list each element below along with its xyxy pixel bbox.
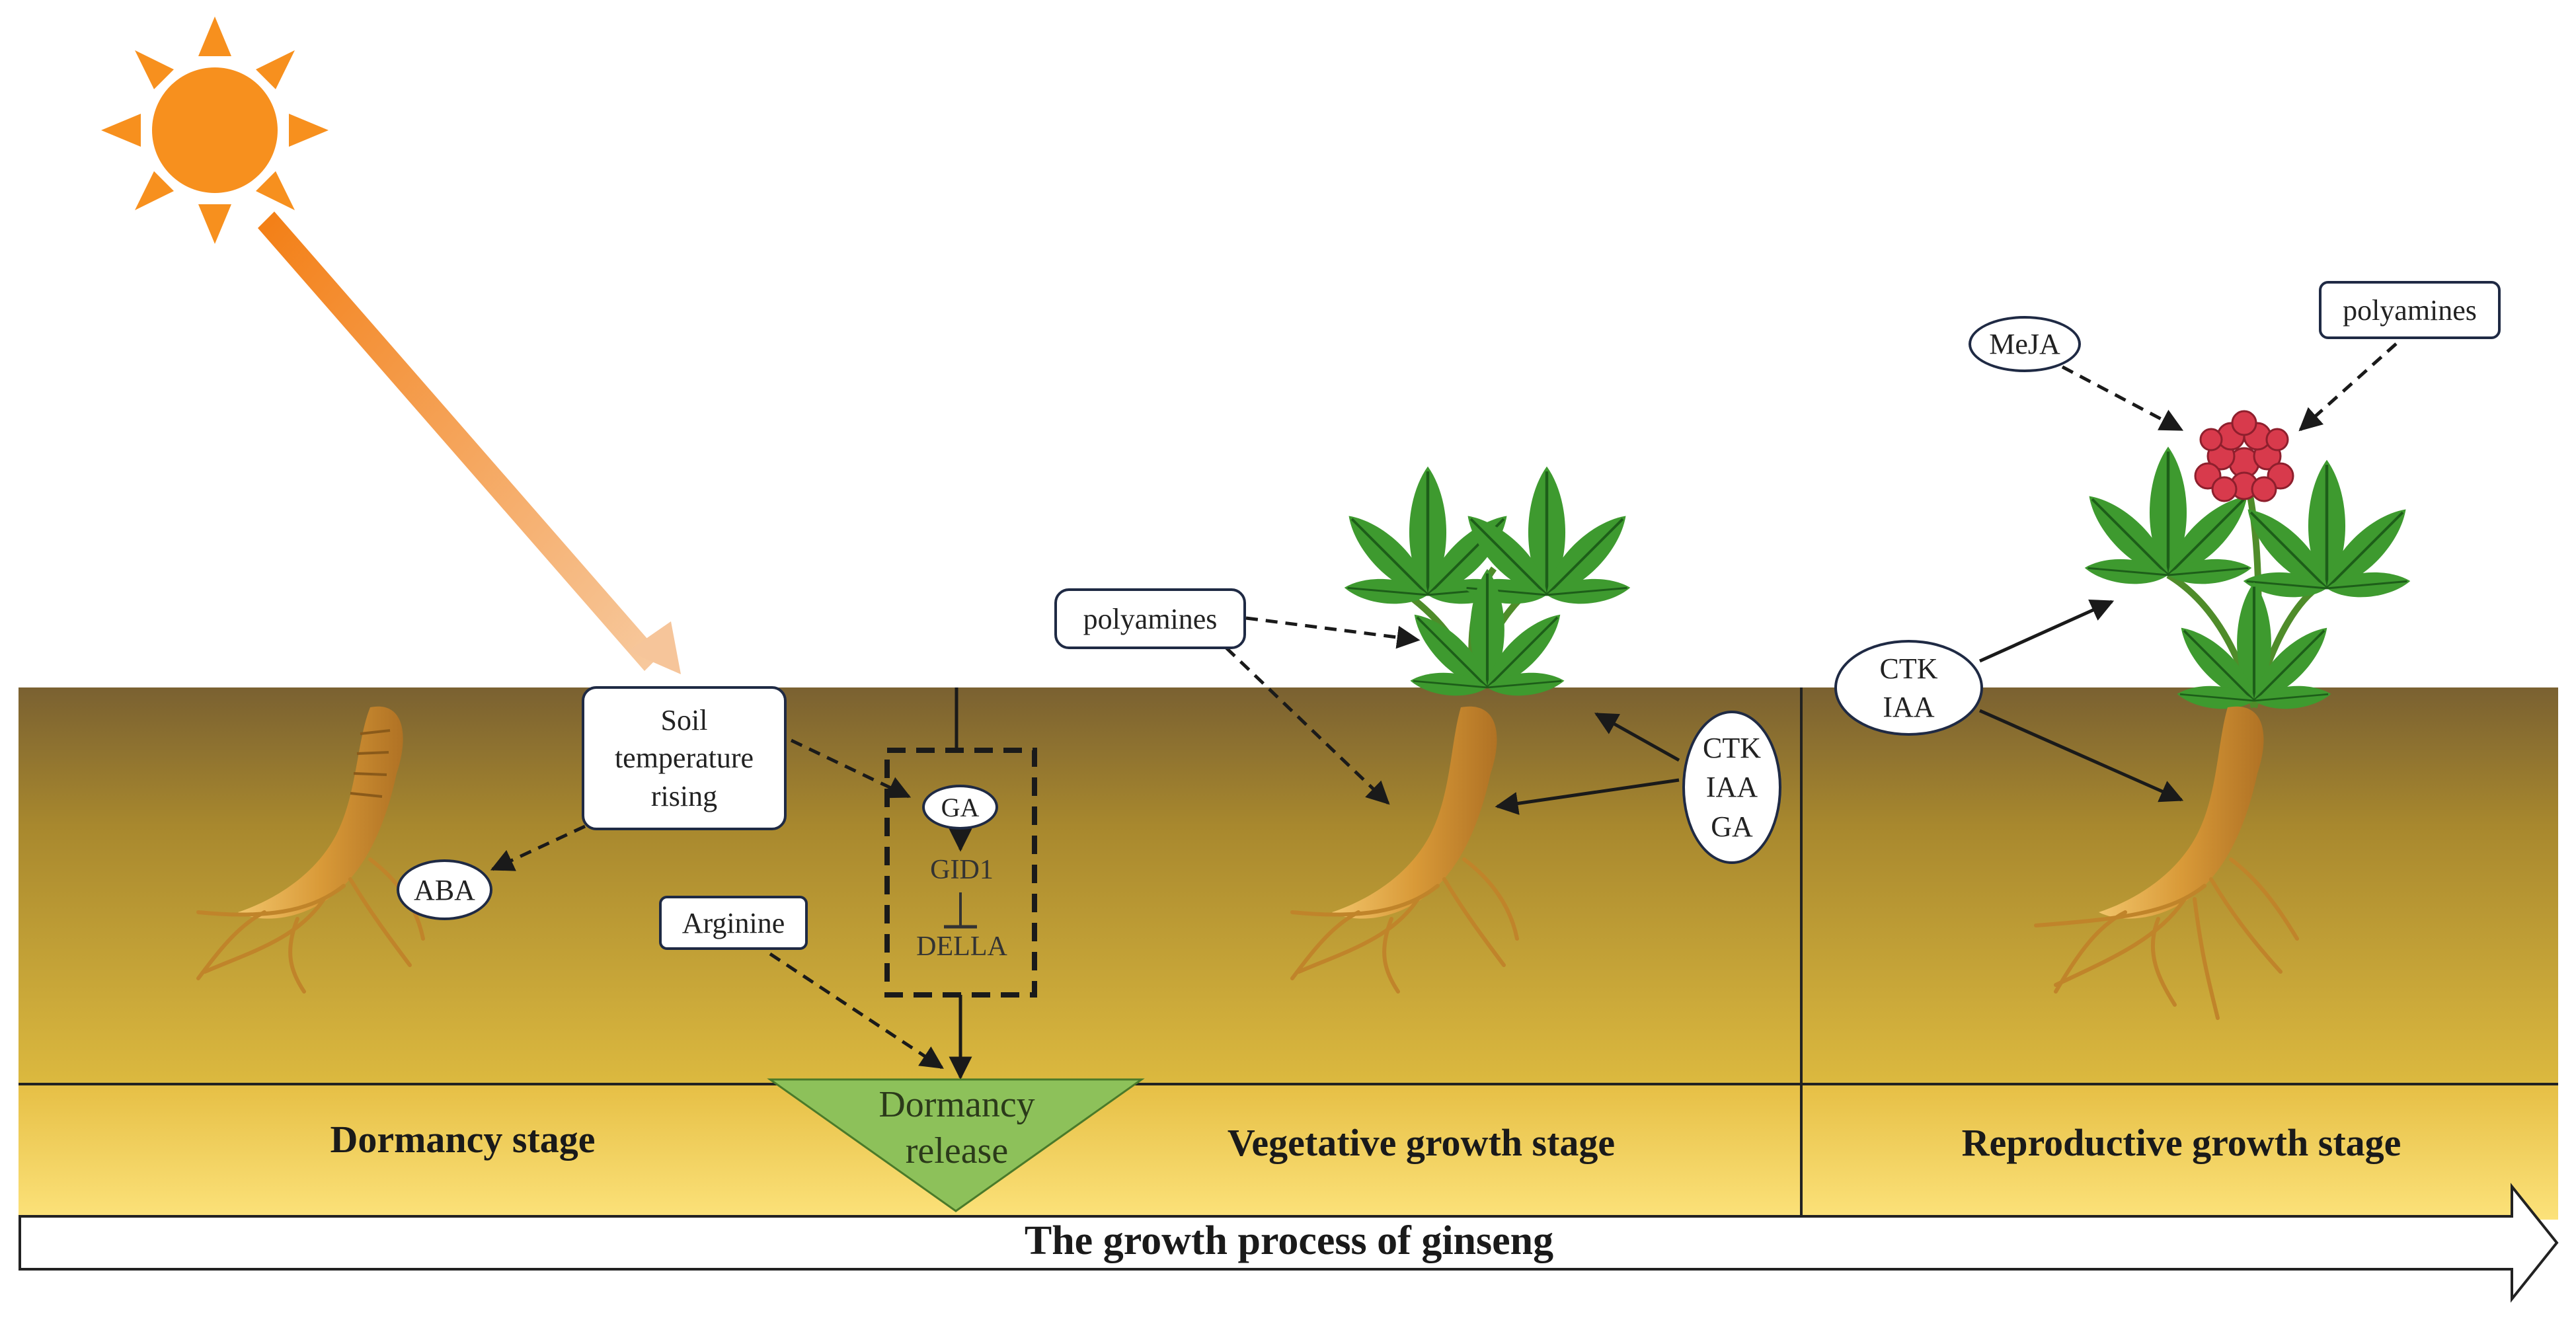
soil-to-aba-arrow [490, 824, 586, 871]
sun-ray-arrow [258, 212, 681, 674]
growth-process-title: The growth process of ginseng [1024, 1218, 1554, 1263]
ga-text: GA [941, 792, 980, 822]
dormancy-release-label: Dormancy release [830, 1077, 1084, 1177]
hormones-reproductive-label: CTK IAA [1834, 640, 1983, 736]
stage-band [19, 1084, 2558, 1220]
polyamines-vegetative-text: polyamines [1083, 602, 1218, 635]
aba-text: ABA [414, 873, 475, 906]
polyamines-to-root-arrow [1225, 646, 1390, 805]
meja-to-berry-arrow [2061, 365, 2184, 432]
soil-to-ga-arrow [790, 738, 912, 799]
berry-cluster-icon [2194, 410, 2294, 502]
vegetative-ginseng-plant-icon [1290, 467, 1637, 994]
ga-label: GA [922, 785, 998, 830]
hormones-vegetative-text: CTK IAA GA [1703, 731, 1761, 843]
growth-process-arrow [19, 1183, 2559, 1303]
polyamines-to-berry-arrow [2298, 342, 2398, 432]
polyamines-reproductive-text: polyamines [2343, 294, 2477, 327]
hormones-reproductive-text: CTK IAA [1879, 652, 1938, 723]
repro-hormones-to-leaf-arrow [1978, 599, 2115, 663]
reproductive-ginseng-plant-icon [2034, 410, 2417, 1020]
soil-temperature-text: Soil temperature rising [614, 704, 754, 812]
meja-label: MeJA [1969, 316, 2081, 372]
polyamines-vegetative-label: polyamines [1054, 588, 1246, 649]
dormancy-stage-title: Dormancy stage [330, 1118, 596, 1161]
polyamines-reproductive-label: polyamines [2319, 281, 2501, 339]
reproductive-stage-title: Reproductive growth stage [1961, 1121, 2401, 1164]
vegetative-stage-title: Vegetative growth stage [1227, 1121, 1616, 1164]
sun-icon [101, 17, 329, 244]
repro-hormones-to-root-arrow [1978, 709, 2184, 803]
della-label: DELLA [916, 931, 1007, 962]
dormancy-release-marker [767, 1078, 1145, 1212]
hormones-to-leaf-arrow [1594, 712, 1680, 762]
arginine-label: Arginine [659, 896, 808, 950]
dormancy-release-text: Dormancy release [878, 1084, 1035, 1171]
hormones-vegetative-label: CTK IAA GA [1682, 711, 1781, 864]
arginine-text: Arginine [682, 906, 785, 939]
arginine-to-release-arrow [769, 952, 944, 1070]
gid1-label: GID1 [930, 855, 994, 885]
meja-text: MeJA [1989, 328, 2060, 360]
polyamines-to-leaf-arrow [1245, 616, 1421, 649]
aba-label: ABA [397, 859, 492, 920]
soil-temperature-label: Soil temperature rising [582, 686, 787, 830]
hormones-to-root-arrow [1495, 778, 1680, 815]
